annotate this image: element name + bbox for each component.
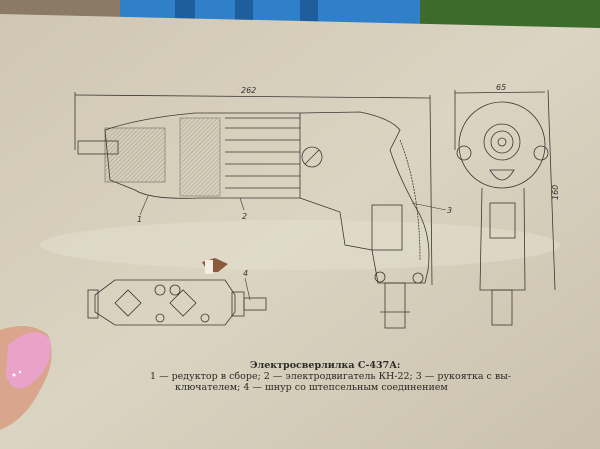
fingernail [6,332,51,389]
paper-stain [202,258,228,274]
side-view-drawing [74,92,433,329]
caption-line-2: ключателем; 4 — шнур со штепсельным соед… [175,382,448,393]
callout-leader-1 [139,195,149,216]
callout-3: 3 [447,206,452,215]
finger [0,326,52,430]
caption-line-1: 1 — редуктор в сборе; 2 — электродвигате… [150,371,512,382]
callout-4: 4 [243,269,248,278]
callout-leader-2 [239,197,245,211]
dimension-length: 262 [241,86,256,95]
plug-drawing [87,279,267,326]
dimension-height: 160 [551,185,560,200]
motor-lines [225,117,300,189]
caption-title: Электросверлилка С-437А: [250,360,401,371]
dimension-width: 65 [496,83,506,92]
front-view-drawing [454,89,556,326]
callout-leader-3 [411,202,447,211]
callout-1: 1 [137,215,142,224]
callout-2: 2 [242,212,247,221]
callout-leader-4 [244,277,251,301]
